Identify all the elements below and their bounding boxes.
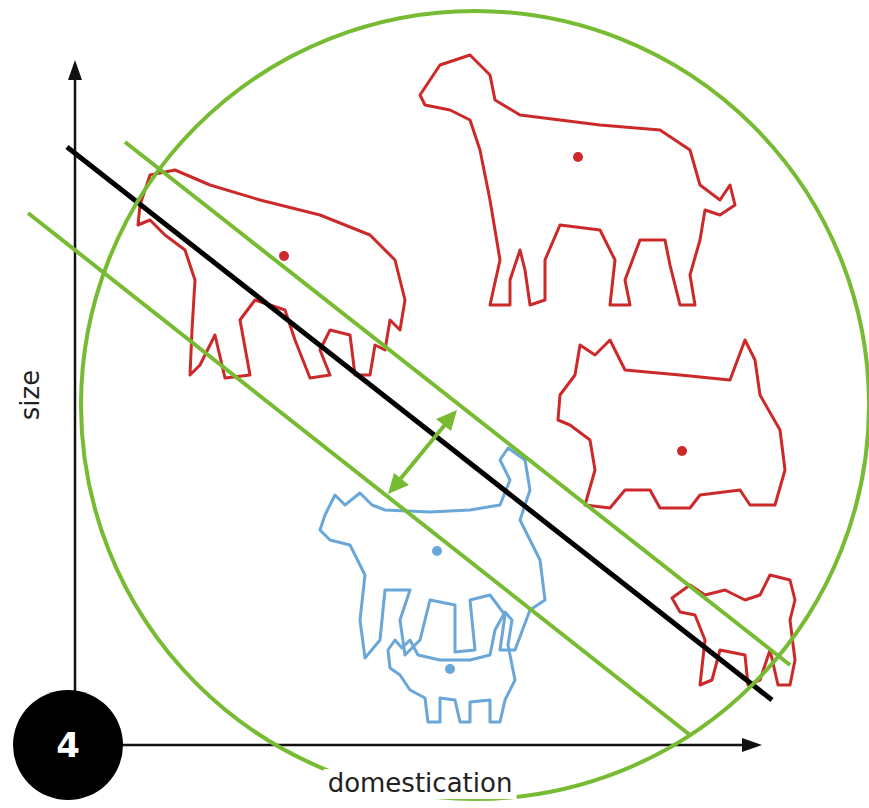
callout-badge: 4 <box>13 690 123 800</box>
axis-label: size <box>16 370 46 420</box>
margin-arrow <box>397 421 448 483</box>
axis-arrowhead <box>742 738 762 752</box>
cat-group <box>320 448 545 722</box>
data-point <box>445 664 455 674</box>
x-axis <box>75 744 752 747</box>
arrowhead <box>388 473 409 494</box>
dog-outline <box>138 170 405 378</box>
dog-dots <box>279 152 687 456</box>
arrowhead <box>436 410 457 431</box>
margin-group <box>28 11 869 799</box>
margin-line <box>125 142 790 665</box>
dog-outline <box>420 55 735 305</box>
data-point <box>677 446 687 456</box>
data-point <box>279 251 289 261</box>
dog-outline <box>558 340 785 508</box>
data-point <box>432 546 442 556</box>
cat-outline <box>388 612 515 722</box>
decision-boundary <box>67 147 772 700</box>
y-axis <box>74 70 77 745</box>
data-point <box>573 152 583 162</box>
bounding-circle <box>81 11 869 799</box>
cat-dots <box>432 546 455 674</box>
axis-label: domestication <box>324 769 517 799</box>
callout-number: 4 <box>56 728 80 762</box>
axis-arrowhead <box>68 60 82 80</box>
margin-line <box>28 213 690 735</box>
